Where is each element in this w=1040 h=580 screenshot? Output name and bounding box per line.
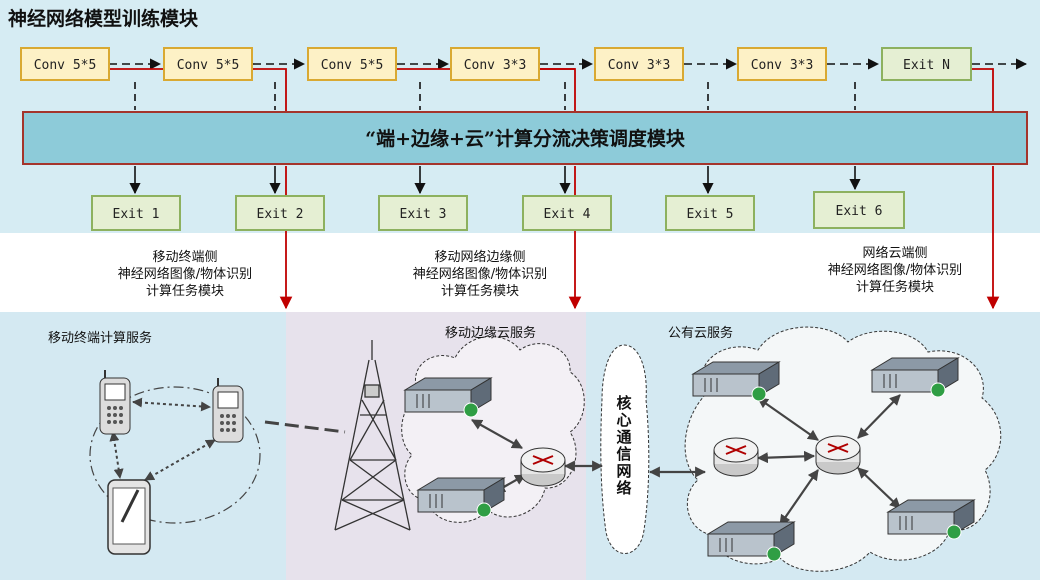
drop-lines (134, 82, 856, 110)
terminal-caption-line-2: 神经网络图像/物体识别 (117, 267, 253, 282)
edge-server-icon-2 (416, 477, 506, 518)
cloud-server-icon-1 (691, 361, 781, 402)
exit-3-box: Exit 3 (378, 195, 468, 231)
cloud-caption-line-1: 网络云端侧 (862, 246, 928, 261)
edge-caption: 移动网络边缘侧 神经网络图像/物体识别 计算任务模块 (385, 249, 575, 300)
cloud-server-icon-2 (870, 357, 960, 398)
terminal-caption: 移动终端侧 神经网络图像/物体识别 计算任务模块 (95, 249, 275, 300)
exit-arrows (129, 166, 861, 195)
edge-caption-line-1: 移动网络边缘侧 (434, 250, 526, 265)
wireless-link (264, 420, 346, 434)
diagram-title: 神经网络模型训练模块 (8, 8, 199, 30)
terminal-caption-line-3: 计算任务模块 (145, 284, 224, 299)
core-network-ellipse (600, 344, 650, 554)
exit-4-box: Exit 4 (522, 195, 612, 231)
cloud-server-icon-3 (886, 499, 976, 540)
exit-n-box: Exit N (881, 47, 972, 81)
edge-caption-line-2: 神经网络图像/物体识别 (412, 267, 548, 282)
edge-caption-line-3: 计算任务模块 (440, 284, 519, 299)
exit-5-box: Exit 5 (665, 195, 755, 231)
conv-layer-4: Conv 3*3 (450, 47, 540, 81)
exit-2-box: Exit 2 (235, 195, 325, 231)
cloud-server-icon-4 (706, 521, 796, 562)
conv-layer-5: Conv 3*3 (594, 47, 684, 81)
public-cloud-label: 公有云服务 (668, 326, 734, 341)
core-network-label: 核心通信网络 (616, 394, 632, 497)
edge-service-label: 移动边缘云服务 (445, 326, 537, 341)
terminal-service-label: 移动终端计算服务 (48, 331, 153, 346)
conv-layer-1: Conv 5*5 (20, 47, 110, 81)
phone-icon-1 (99, 370, 131, 435)
conv-layer-3: Conv 5*5 (307, 47, 397, 81)
cloud-router-icon-2 (815, 435, 861, 475)
cloud-caption: 网络云端侧 神经网络图像/物体识别 计算任务模块 (805, 245, 985, 296)
conv-layer-6: Conv 3*3 (737, 47, 827, 81)
exit-1-box: Exit 1 (91, 195, 181, 231)
cloud-caption-line-3: 计算任务模块 (855, 280, 934, 295)
cloud-router-icon-1 (713, 437, 759, 477)
cell-tower-icon (334, 340, 411, 531)
conv-layer-2: Conv 5*5 (163, 47, 253, 81)
phone-icon-2 (212, 378, 244, 443)
edge-server-icon-1 (403, 377, 493, 418)
device-dashdot-circle (89, 386, 261, 524)
offload-decision-module: “端+边缘+云”计算分流决策调度模块 (22, 111, 1028, 165)
device-links (109, 397, 216, 481)
cloud-links (756, 394, 901, 526)
tablet-icon (107, 479, 151, 555)
exit-6-box: Exit 6 (813, 191, 905, 229)
edge-router-icon (520, 447, 566, 487)
cloud-caption-line-2: 神经网络图像/物体识别 (827, 263, 963, 278)
terminal-caption-line-1: 移动终端侧 (152, 250, 218, 265)
